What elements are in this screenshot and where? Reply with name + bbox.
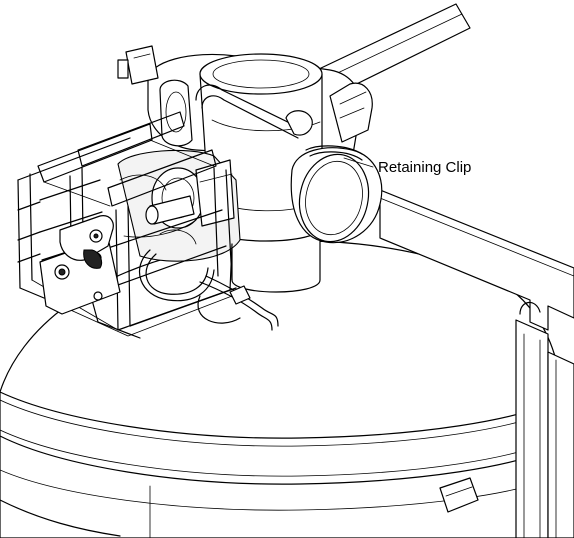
callout-retaining-clip: Retaining Clip xyxy=(378,159,472,176)
valve-body xyxy=(117,45,373,293)
wiring xyxy=(139,229,279,331)
tank-body xyxy=(0,240,557,538)
callout-leader xyxy=(343,157,374,168)
mounting-bracket xyxy=(379,189,574,538)
bypass-cap xyxy=(290,145,383,244)
cam-assembly xyxy=(39,215,121,315)
motor-housing xyxy=(117,149,241,262)
